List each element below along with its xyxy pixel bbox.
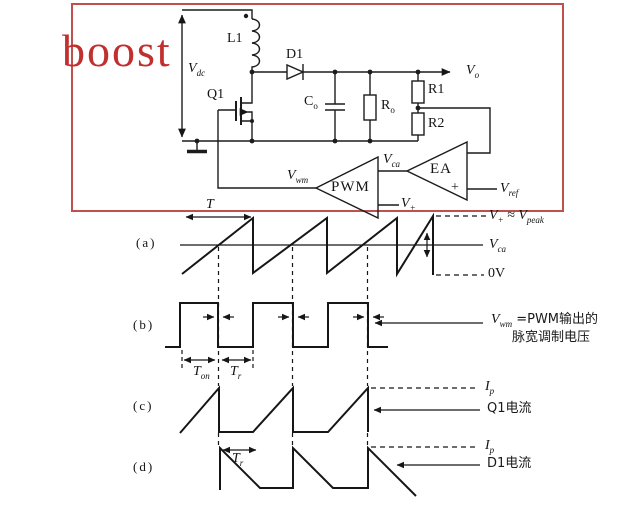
error-amplifier [405, 140, 468, 202]
label-vwm-circuit: Vwm [287, 168, 309, 185]
label-vca-circuit: Vca [383, 152, 401, 169]
row-tag-a: (a) [136, 235, 157, 250]
label-tr-b: Tr [230, 364, 242, 381]
label-zero-volts: 0V [488, 266, 506, 281]
inductor-l1 [251, 18, 261, 72]
d1-current-wave [219, 445, 417, 497]
sawtooth-wave [181, 212, 434, 278]
row-tag-d: (d) [133, 459, 155, 474]
pwm-comparator [314, 155, 379, 220]
label-period-t: T [206, 197, 214, 212]
row-tag-c: (c) [133, 398, 154, 413]
label-r1: R1 [428, 82, 445, 97]
label-co: Co [304, 94, 318, 111]
label-tr-d: Tr [232, 451, 244, 468]
ground-symbol [187, 141, 207, 154]
label-vpeak: V+ ≈ Vpeak [489, 208, 544, 225]
label-q1: Q1 [207, 87, 225, 102]
row-tag-b: (b) [133, 317, 155, 332]
label-r2: R2 [428, 116, 445, 131]
label-ip-c: Ip [485, 379, 495, 396]
label-pwm: PWM [331, 179, 370, 195]
pwm-square-wave [165, 302, 388, 348]
label-d1-current: D1电流 [487, 456, 532, 471]
vwm-wire [217, 110, 316, 189]
label-vca-level: Vca [489, 237, 507, 254]
label-vwm-note-2: 脉宽调制电压 [512, 330, 591, 345]
feedback-wire [418, 107, 491, 154]
resistor-r2 [411, 112, 425, 141]
label-ro: Ro [381, 98, 395, 115]
label-d1: D1 [286, 47, 304, 62]
label-vo: Vo [466, 63, 480, 80]
capacitor-co [325, 72, 345, 141]
label-vwm-note: Vwm =PWM输出的 [491, 312, 599, 329]
label-vplus-circuit: V+ [401, 196, 416, 213]
resistor-ro [363, 72, 377, 141]
label-ip-d: Ip [485, 438, 495, 455]
waveform-linework [165, 212, 486, 497]
mosfet-q1 [218, 72, 254, 141]
label-vref: Vref [500, 181, 519, 198]
label-vdc: Vdc [188, 61, 206, 78]
boost-title: boost [62, 25, 172, 76]
label-l1: L1 [227, 31, 243, 46]
label-ea: EA [430, 161, 452, 177]
q1-current-wave [179, 385, 369, 434]
circuit-frame [71, 3, 564, 212]
label-ton: Ton [193, 364, 210, 381]
winding-dot [243, 13, 249, 19]
diode-d1 [286, 63, 305, 81]
label-q1-current: Q1电流 [487, 401, 532, 416]
circuit-schematic [178, 9, 497, 220]
label-ea-plus: + [451, 180, 459, 195]
